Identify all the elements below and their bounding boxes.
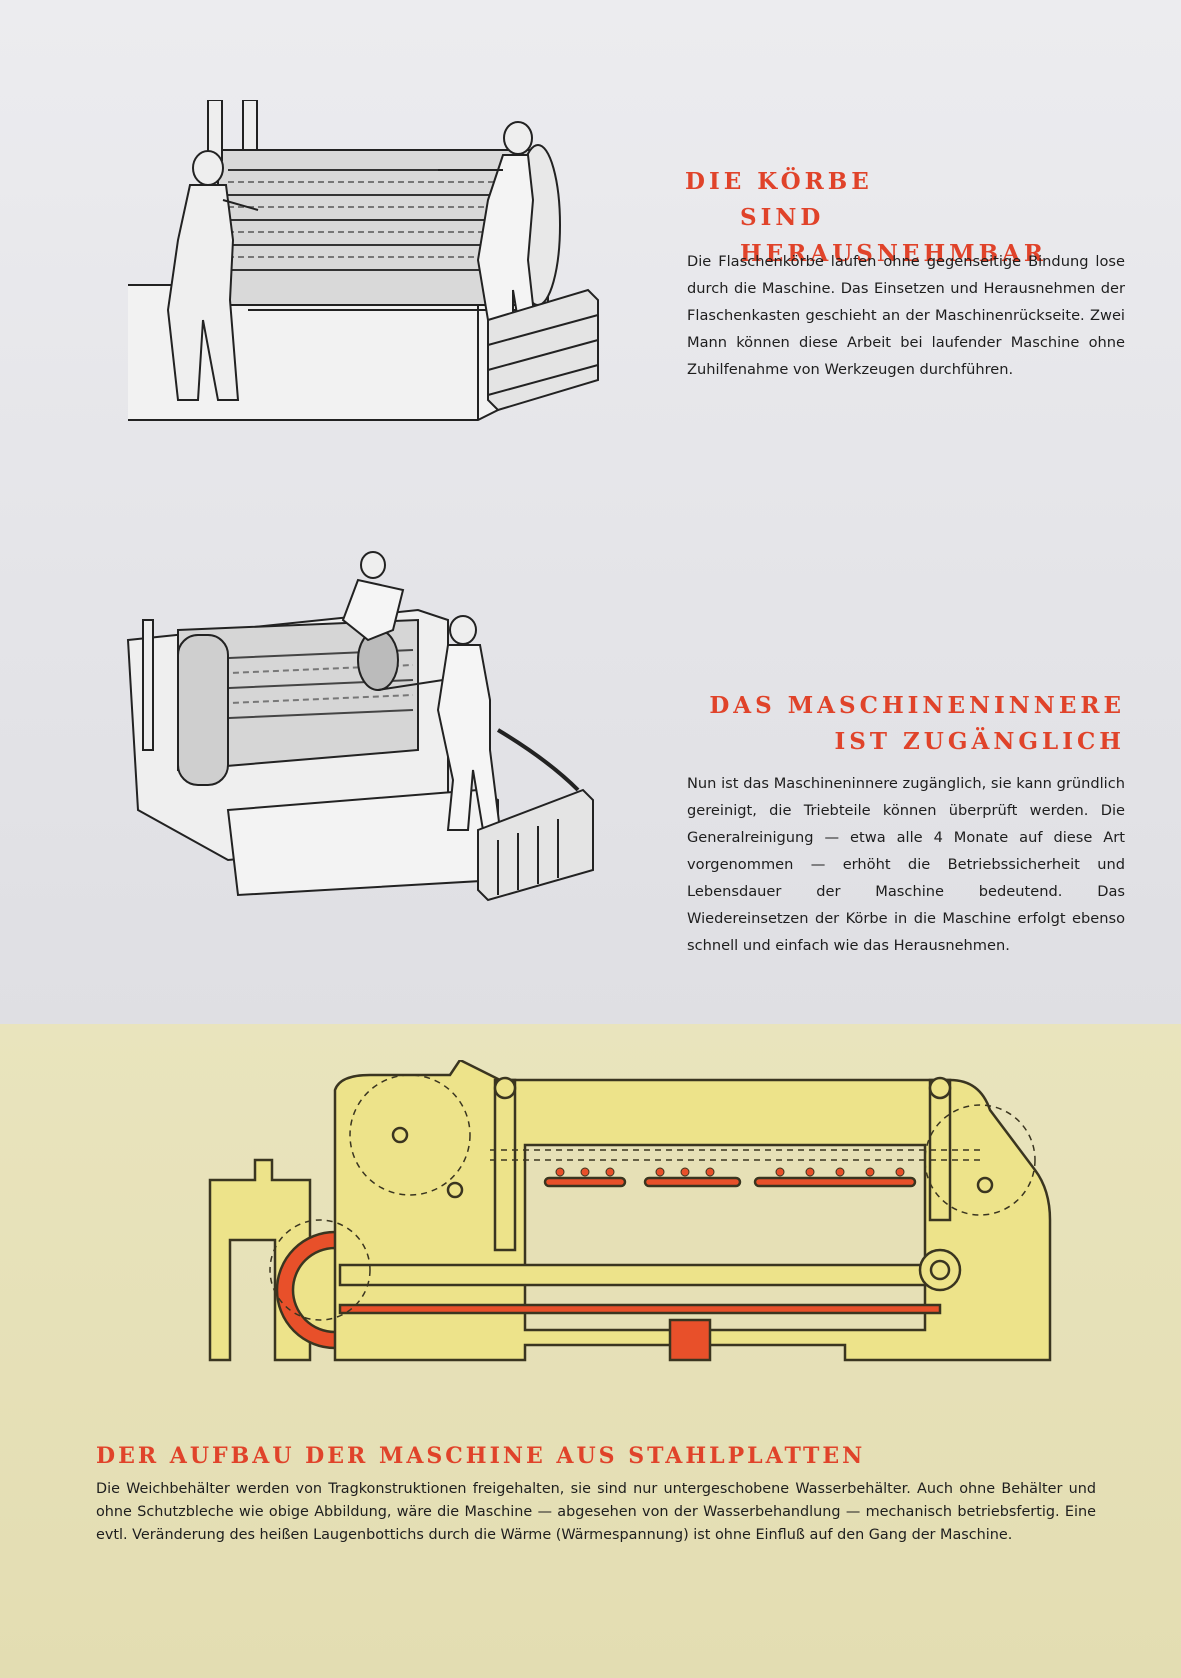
section2-heading-line1: DAS MASCHINENINNERE — [709, 692, 1125, 719]
section1-heading-line1: DIE KÖRBE — [685, 168, 873, 195]
machine-interior-illustration — [126, 551, 594, 902]
section1-heading-line2: SIND HERAUSNEHMBAR — [740, 204, 1048, 267]
section3-heading: DER AUFBAU DER MASCHINE AUS STAHLPLATTEN — [96, 1443, 866, 1469]
steel-plate-machine-diagram — [208, 1060, 1052, 1362]
section3-text: Die Weichbehälter werden von Tragkonstru… — [96, 1481, 1096, 1543]
section2-heading-line2: IST ZUGÄNGLICH — [834, 728, 1125, 755]
section1-text: Die Flaschenkörbe laufen ohne gegenseiti… — [687, 253, 1125, 378]
section2-text: Nun ist das Maschineninnere zugänglich, … — [687, 775, 1125, 954]
basket-removal-illustration — [128, 100, 599, 421]
section2-heading: DAS MASCHINENINNERE IST ZUGÄNGLICH — [685, 688, 1125, 760]
section1-heading: DIE KÖRBE SIND HERAUSNEHMBAR — [685, 164, 1125, 272]
